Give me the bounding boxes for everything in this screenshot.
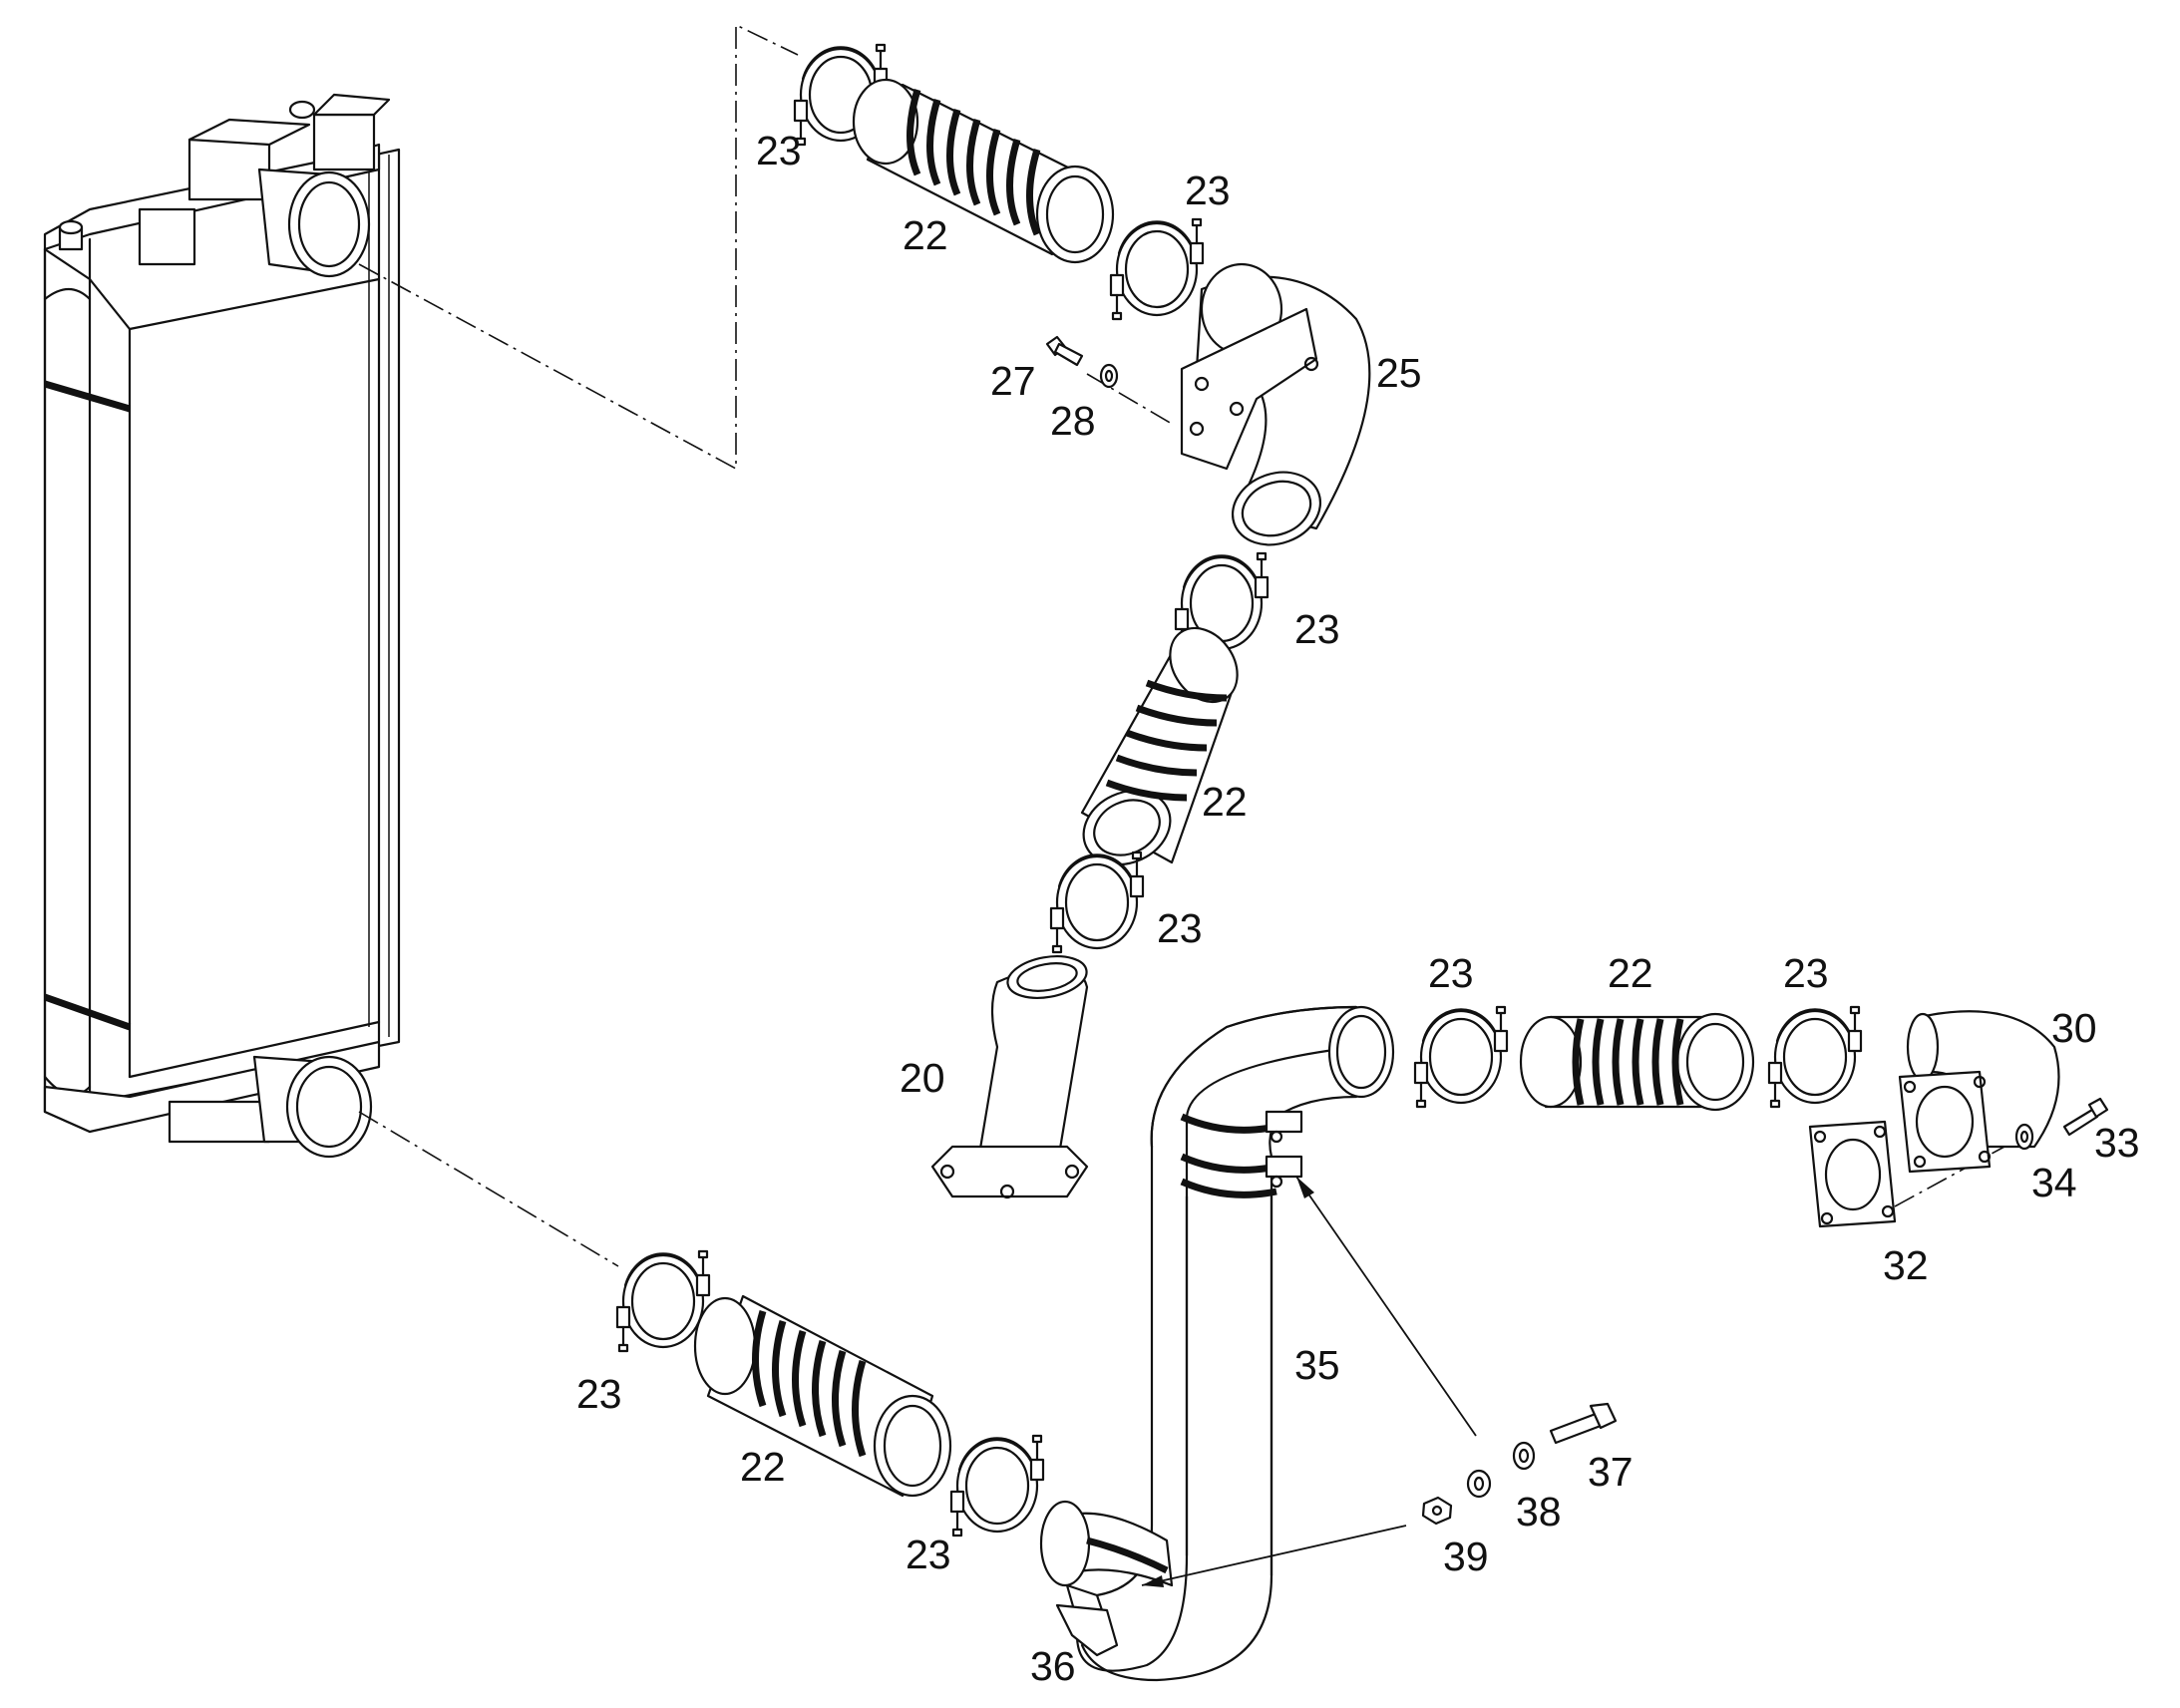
hose-clamp-36 bbox=[1039, 1500, 1174, 1657]
callout-22-top: 22 bbox=[903, 212, 948, 258]
hose-clamp-mid-2 bbox=[1049, 851, 1145, 954]
hose-top bbox=[852, 78, 1115, 264]
callout-35: 35 bbox=[1294, 1342, 1340, 1388]
centerline-bracket bbox=[1086, 373, 1173, 425]
hose-clamp-top-2 bbox=[1109, 217, 1205, 321]
callout-30: 30 bbox=[2051, 1005, 2097, 1051]
leader-arrow-upper bbox=[1295, 1176, 1477, 1437]
elbow-tube-25 bbox=[1180, 262, 1371, 546]
hose-clamp-bottom-2 bbox=[949, 1434, 1045, 1537]
callout-39: 39 bbox=[1443, 1534, 1489, 1579]
centerline-top bbox=[358, 23, 799, 471]
callout-23-f: 23 bbox=[1783, 950, 1829, 996]
bolt-33 bbox=[2062, 1097, 2109, 1137]
callout-23-h: 23 bbox=[906, 1532, 951, 1577]
callout-23-c: 23 bbox=[1294, 606, 1340, 652]
callout-36: 36 bbox=[1030, 1643, 1076, 1689]
callout-32: 32 bbox=[1883, 1242, 1929, 1288]
callout-38: 38 bbox=[1516, 1489, 1562, 1535]
callout-23-b: 23 bbox=[1185, 168, 1231, 213]
callout-37: 37 bbox=[1588, 1449, 1634, 1495]
callout-22-bottom: 22 bbox=[740, 1444, 786, 1490]
callout-22-mid: 22 bbox=[1202, 779, 1248, 825]
leader-arrow-lower bbox=[1141, 1525, 1407, 1587]
hose-bottom bbox=[693, 1294, 952, 1498]
hose-clamp-right-1 bbox=[1413, 1005, 1509, 1109]
bolt-37 bbox=[1549, 1402, 1618, 1445]
callout-27: 27 bbox=[990, 358, 1036, 404]
crossover-tube-35 bbox=[1075, 1005, 1395, 1682]
callout-23-e: 23 bbox=[1428, 950, 1474, 996]
bolt-27 bbox=[1045, 335, 1084, 367]
callout-23-g: 23 bbox=[576, 1371, 622, 1417]
washer-28 bbox=[1099, 363, 1119, 389]
elbow-tube-20 bbox=[930, 955, 1089, 1199]
washer-34 bbox=[2014, 1123, 2034, 1151]
hose-right bbox=[1519, 1012, 1755, 1112]
callout-33: 33 bbox=[2094, 1120, 2140, 1166]
hose-clamp-right-2 bbox=[1767, 1005, 1863, 1109]
callout-22-right: 22 bbox=[1608, 950, 1653, 996]
callout-25: 25 bbox=[1376, 350, 1422, 396]
washer-38-a bbox=[1512, 1441, 1536, 1471]
elbow-tube-30 bbox=[1898, 1010, 2060, 1174]
callout-28: 28 bbox=[1050, 398, 1096, 444]
callout-23-a: 23 bbox=[756, 128, 802, 173]
gasket-32 bbox=[1808, 1120, 1897, 1228]
hose-mid bbox=[1080, 626, 1239, 866]
callout-23-d: 23 bbox=[1157, 905, 1203, 951]
callout-20: 20 bbox=[900, 1055, 945, 1101]
washer-38-b bbox=[1466, 1469, 1492, 1499]
charge-air-cooler-core bbox=[43, 93, 401, 1159]
callout-34: 34 bbox=[2031, 1160, 2077, 1205]
centerline-bottom bbox=[358, 1111, 619, 1267]
nut-39 bbox=[1421, 1496, 1453, 1526]
